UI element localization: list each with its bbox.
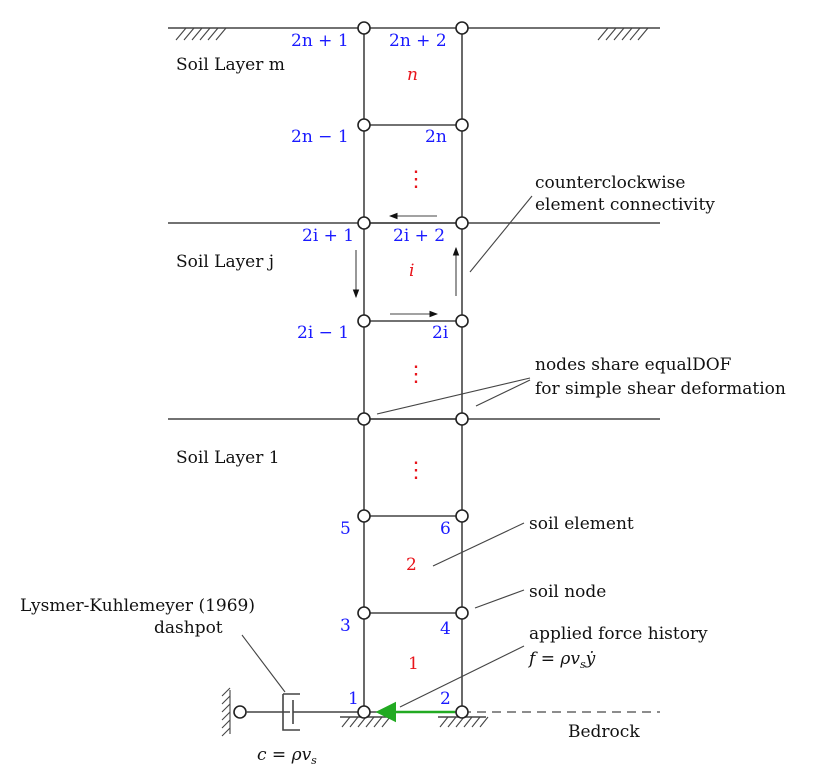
node-label: 2n + 1 (291, 31, 349, 51)
connectivity-note-line2: element connectivity (535, 195, 715, 215)
node-label: 2n + 2 (389, 31, 447, 51)
node-label: 2i (432, 323, 449, 343)
node-label: 2i + 1 (302, 226, 354, 246)
node-label: 4 (440, 619, 451, 639)
bedrock-label: Bedrock (568, 722, 640, 742)
soil-node-note: soil node (529, 582, 606, 602)
node-label: 5 (340, 519, 351, 539)
node (455, 216, 469, 230)
equaldof-note-line1: nodes share equalDOF (535, 355, 732, 375)
element-label: 2 (406, 555, 417, 575)
ellipsis: ⋮ (405, 458, 427, 483)
soil-layer-j-label: Soil Layer j (176, 252, 274, 272)
node (357, 705, 371, 719)
node (357, 314, 371, 328)
node-label: 2i − 1 (297, 323, 349, 343)
leader-lines (241, 195, 533, 708)
soil-element-note: soil element (529, 514, 634, 534)
ground-surface (168, 27, 660, 41)
node (357, 509, 371, 523)
ellipsis: ⋮ (405, 362, 427, 387)
connectivity-note-line1: counterclockwise (535, 173, 685, 193)
element-label: n (407, 65, 418, 85)
dashpot-note-line2: dashpot (154, 618, 223, 638)
node (357, 412, 371, 426)
element-label: 1 (408, 654, 419, 674)
node-label: 2 (440, 689, 451, 709)
node (455, 21, 469, 35)
node (357, 118, 371, 132)
node-label: 6 (440, 519, 451, 539)
force-note-line1: applied force history (529, 624, 708, 644)
node (455, 606, 469, 620)
node (455, 412, 469, 426)
element-label: i (409, 261, 414, 281)
soil-nodes (357, 21, 469, 719)
dashpot-note-line1: Lysmer-Kuhlemeyer (1969) (20, 596, 255, 616)
force-note-equation: f = ρvsẏ (527, 649, 596, 671)
node (455, 314, 469, 328)
node-label: 2n (425, 127, 447, 147)
node-label: 3 (340, 616, 351, 636)
ellipsis: ⋮ (405, 167, 427, 192)
node (357, 606, 371, 620)
node (357, 21, 371, 35)
connectivity-arrows (352, 212, 460, 318)
node-label: 1 (348, 689, 359, 709)
node (357, 216, 371, 230)
soil-layer-1-label: Soil Layer 1 (176, 448, 280, 468)
node (455, 118, 469, 132)
node-label: 2i + 2 (393, 226, 445, 246)
dashpot-coefficient: c = ρvs (257, 745, 317, 767)
dashpot (221, 687, 358, 737)
soil-layer-m-label: Soil Layer m (176, 55, 285, 75)
node (455, 509, 469, 523)
equaldof-note-line2: for simple shear deformation (535, 379, 786, 399)
node-label: 2n − 1 (291, 127, 349, 147)
node (455, 705, 469, 719)
